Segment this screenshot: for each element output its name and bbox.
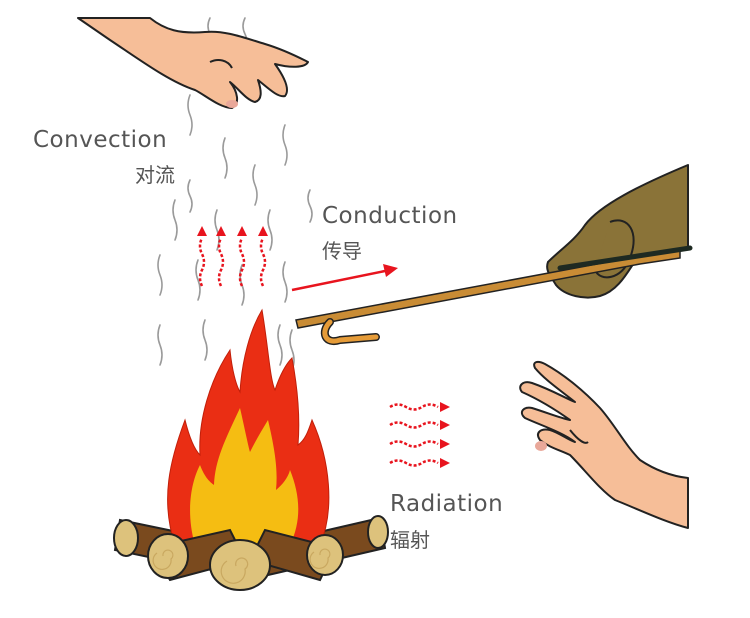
poker-rod	[295, 245, 693, 346]
conduction-label: Conduction	[322, 203, 458, 229]
convection-label-zh: 对流	[135, 163, 175, 187]
conduction-label-zh: 传导	[322, 239, 362, 263]
radiation-label-zh: 辐射	[390, 528, 430, 552]
radiation-arrows	[389, 402, 450, 468]
conduction-arrow	[291, 264, 398, 292]
campfire-icon	[113, 308, 389, 591]
radiation-label: Radiation	[390, 491, 504, 517]
convection-arrowheads	[197, 226, 268, 236]
hand-above-icon	[77, 17, 309, 109]
convection-arrows	[198, 237, 267, 287]
hand-beside-icon	[519, 360, 689, 529]
convection-label: Convection	[33, 127, 168, 153]
